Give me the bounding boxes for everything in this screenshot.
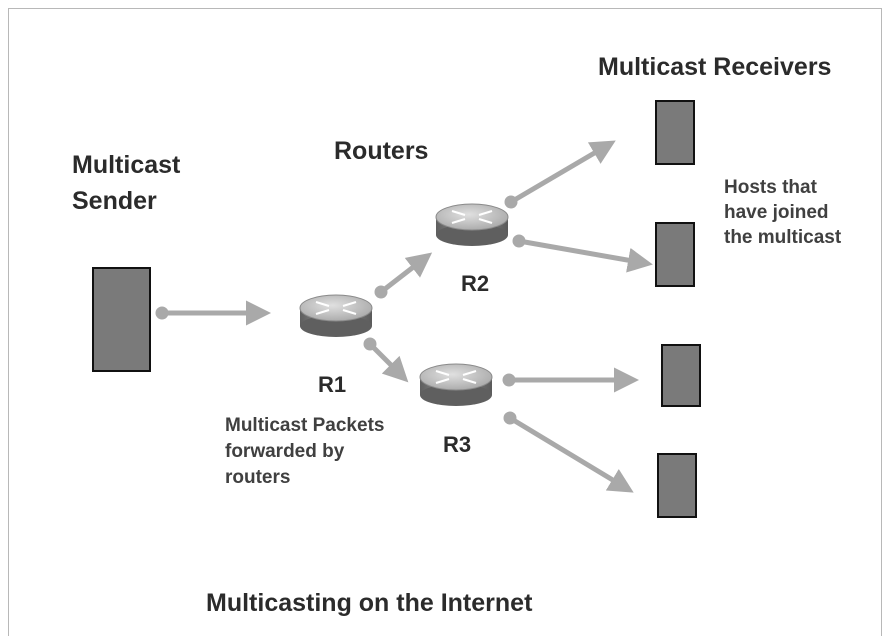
sender-host [92,267,151,372]
router-r3-icon [418,362,494,408]
router-r2-icon [434,202,510,248]
router-r2-label: R2 [461,271,490,296]
arrow-r1-r3 [368,342,409,383]
router-r3-label: R3 [443,432,472,457]
router-r1-icon [298,293,374,339]
receiver-host-2 [655,222,695,287]
packets-label-line3: routers [225,467,291,488]
arrows [155,140,653,493]
sender-label-line1: Multicast [72,151,181,179]
diagram-caption: Multicasting on the Internet [206,589,533,617]
hosts-label-line1: Hosts that [724,177,817,198]
sender-label-line2: Sender [72,187,157,215]
receiver-host-3 [661,344,701,407]
receiver-host-4 [657,453,697,518]
arrow-r2-receiver1 [509,140,616,205]
packets-label-line1: Multicast Packets [225,415,385,436]
hosts-label-line2: have joined [724,202,829,223]
routers-title: Routers [334,137,429,165]
receiver-host-1 [655,100,695,165]
arrow-r3-receiver4 [508,415,634,493]
arrow-r2-receiver2 [518,238,653,273]
diagram-frame [8,8,882,636]
packets-label-line2: forwarded by [225,441,345,462]
router-r1-label: R1 [318,372,347,397]
hosts-label-line3: the multicast [724,227,842,248]
arrow-r1-r2 [379,252,433,294]
receivers-title: Multicast Receivers [598,53,832,81]
